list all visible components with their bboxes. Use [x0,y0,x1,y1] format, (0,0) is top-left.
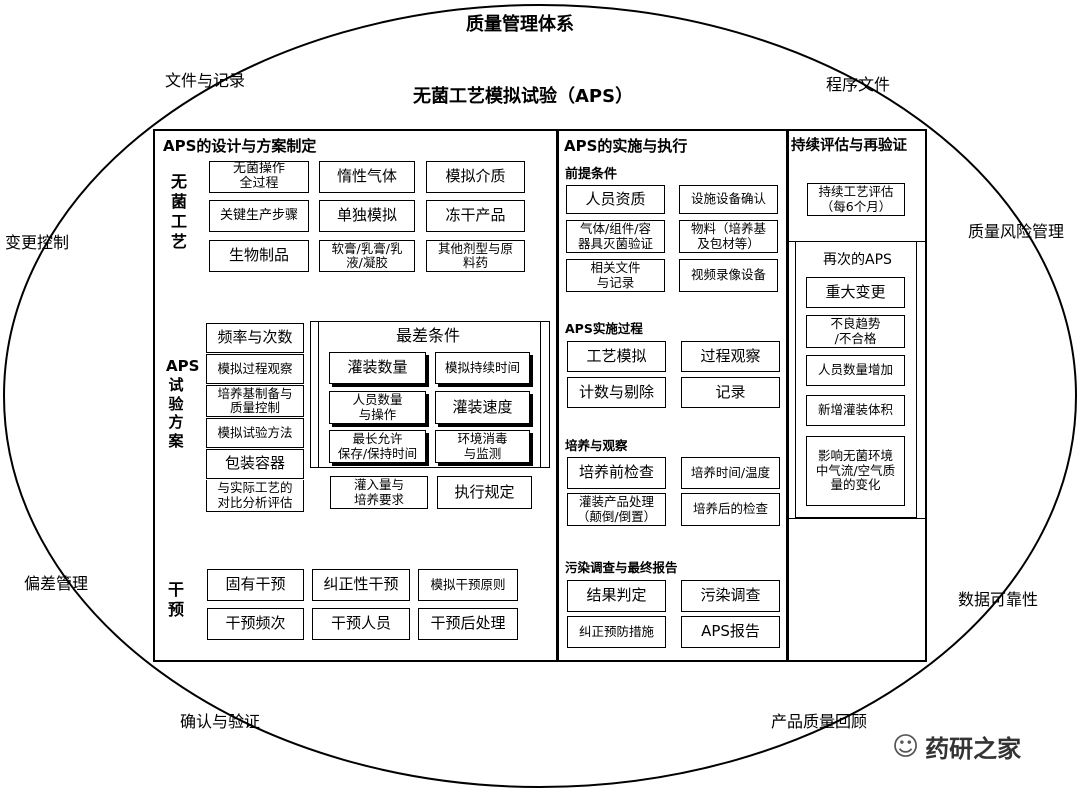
execution-rule: 执行规定 [437,476,532,509]
design-title: APS的设计与方案制定 [163,137,317,155]
worst-case-item-6: 环境消毒 与监测 [435,430,530,463]
reaps-title: 再次的APS [823,252,892,268]
worst-case-item-5: 最长允许 保存/保持时间 [329,430,426,463]
worst-case-title: 最差条件 [396,326,461,345]
execution-title: APS的实施与执行 [564,137,688,155]
process-item-3: 计数与剔除 [567,377,666,408]
prereq-item-5: 相关文件 与记录 [566,259,665,292]
report-item-3: 纠正预防措施 [567,616,666,648]
process-title: APS实施过程 [565,321,643,336]
culture-title: 培养与观察 [565,438,628,453]
worst-case-item-3: 人员数量 与操作 [329,391,426,424]
intervention-item-5: 干预人员 [312,608,410,640]
protocol-item-1: 频率与次数 [206,323,304,353]
watermark-text: 药研之家 [925,735,1022,763]
intervention-item-3: 模拟干预原则 [418,569,518,601]
ring-deviation: 偏差管理 [24,574,89,593]
protocol-item-3: 培养基制备与 质量控制 [206,385,304,417]
aseptic-item-3: 模拟介质 [426,161,525,193]
aseptic-item-6: 冻干产品 [426,200,525,232]
aseptic-item-5: 单独模拟 [319,200,415,232]
evaluation-title: 持续评估与再验证 [791,138,907,154]
continuous-evaluation: 持续工艺评估 （每6个月） [807,183,905,216]
worst-case-item-4: 灌装速度 [435,391,530,424]
report-item-4: APS报告 [681,616,780,648]
aseptic-item-7: 生物制品 [209,240,309,272]
ring-procedures: 程序文件 [826,75,891,94]
ring-data-integrity: 数据可靠性 [958,590,1039,609]
protocol-label: APS 试 验 方 案 [166,357,200,450]
intervention-item-1: 固有干预 [207,569,304,601]
protocol-item-4: 模拟试验方法 [206,418,304,448]
process-item-4: 记录 [681,377,780,408]
aps-main-title: 无菌工艺模拟试验（APS） [413,86,634,107]
ring-change-control: 变更控制 [5,233,70,252]
prereq-item-4: 物料（培养基 及包材等） [679,220,778,253]
ring-confirm-verify: 确认与验证 [180,712,261,731]
reaps-item-4: 新增灌装体积 [806,395,905,426]
protocol-item-5: 包装容器 [206,449,304,479]
intervention-item-4: 干预频次 [207,608,304,640]
quality-system-ellipse [3,4,1077,788]
aseptic-item-1: 无菌操作 全过程 [209,161,309,193]
intervention-label: 干 预 [167,580,184,619]
culture-item-1: 培养前检查 [567,457,666,489]
prereq-item-3: 气体/组件/容 器具灭菌验证 [566,220,665,253]
worst-case-item-2: 模拟持续时间 [435,352,530,384]
aseptic-item-8: 软膏/乳膏/乳 液/凝胶 [319,240,415,272]
prereq-item-6: 视频录像设备 [679,259,778,292]
ring-product-review: 产品质量回顾 [771,712,868,731]
culture-item-3: 灌装产品处理 （颠倒/倒置） [567,493,666,526]
reaps-item-1: 重大变更 [806,277,905,308]
reaps-item-5: 影响无菌环境 中气流/空气质 量的变化 [806,436,905,506]
prereq-title: 前提条件 [565,167,618,182]
worst-case-item-1: 灌装数量 [329,352,426,384]
report-title: 污染调查与最终报告 [565,560,678,575]
aseptic-item-9: 其他剂型与原 料药 [426,240,525,272]
prereq-item-1: 人员资质 [566,185,665,214]
aseptic-item-4: 关键生产步骤 [209,200,309,232]
ring-risk-mgmt: 质量风险管理 [968,222,1065,241]
protocol-item-6: 与实际工艺的 对比分析评估 [206,480,304,512]
intervention-item-2: 纠正性干预 [312,569,410,601]
culture-item-4: 培养后的检查 [681,493,780,526]
report-item-2: 污染调查 [681,580,780,612]
ring-doc-records: 文件与记录 [165,71,246,90]
reaps-item-2: 不良趋势 /不合格 [806,315,905,348]
reaps-item-3: 人员数量增加 [806,355,905,386]
protocol-item-2: 模拟过程观察 [206,354,304,384]
fill-requirement: 灌入量与 培养要求 [330,476,428,509]
watermark: ☺ 药研之家 [892,729,1021,764]
aseptic-item-2: 惰性气体 [319,161,415,193]
culture-item-2: 培养时间/温度 [681,457,780,489]
intervention-item-6: 干预后处理 [418,608,518,640]
quality-system-title: 质量管理体系 [466,14,574,35]
wechat-icon: ☺ [892,731,920,762]
aseptic-label: 无 菌 工 艺 [170,172,187,251]
report-item-1: 结果判定 [567,580,666,612]
prereq-item-2: 设施设备确认 [679,185,778,214]
process-item-2: 过程观察 [681,341,780,372]
process-item-1: 工艺模拟 [567,341,666,372]
